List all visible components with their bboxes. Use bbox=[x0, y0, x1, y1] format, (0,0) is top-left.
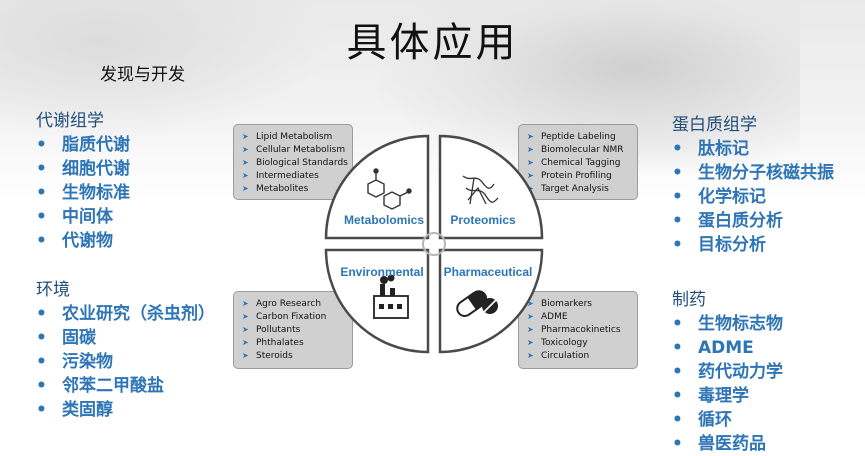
callout-item: ➤Steroids bbox=[242, 351, 293, 361]
page-subtitle: 发现与开发 bbox=[100, 65, 185, 85]
quadrant-label-environmental: Environmental bbox=[340, 265, 423, 279]
section-heading: 代谢组学 bbox=[36, 111, 104, 131]
section-proteomics: 蛋白质组学 •肽标记 •生物分子核磁共振 •化学标记 •蛋白质分析 •目标分析 bbox=[672, 110, 834, 257]
section-list: •肽标记 •生物分子核磁共振 •化学标记 •蛋白质分析 •目标分析 bbox=[672, 137, 834, 257]
callout-box-pharmaceutical: ➤Biomarkers ➤ADME ➤Pharmacokinetics ➤Tox… bbox=[518, 291, 638, 369]
arrow-right-icon: ➤ bbox=[242, 312, 249, 321]
quadrant-label-proteomics: Proteomics bbox=[450, 213, 516, 227]
callout-item: ➤Biomolecular NMR bbox=[527, 145, 624, 155]
list-item: •邻苯二甲酸盐 bbox=[36, 376, 164, 396]
arrow-right-icon: ➤ bbox=[242, 351, 249, 360]
list-item: •生物标志物 bbox=[672, 314, 783, 334]
arrow-right-icon: ➤ bbox=[527, 312, 534, 321]
molecule-icon bbox=[367, 168, 412, 210]
section-metabolomics: 代谢组学 •脂质代谢 •细胞代谢 •生物标准 •中间体 •代谢物 bbox=[36, 106, 130, 253]
list-item: •肽标记 bbox=[672, 139, 749, 159]
arrow-right-icon: ➤ bbox=[527, 351, 534, 360]
arrow-right-icon: ➤ bbox=[527, 325, 534, 334]
callout-item: ➤ADME bbox=[527, 312, 568, 322]
callout-item: ➤Pharmacokinetics bbox=[527, 325, 621, 335]
arrow-right-icon: ➤ bbox=[242, 132, 249, 141]
callout-item: ➤Circulation bbox=[527, 351, 590, 361]
callout-box-proteomics: ➤Peptide Labeling ➤Biomolecular NMR ➤Che… bbox=[518, 124, 638, 200]
list-item: •药代动力学 bbox=[672, 362, 783, 382]
list-item: •中间体 bbox=[36, 207, 113, 227]
pill-icon bbox=[456, 290, 498, 317]
section-pharma: 制药 •生物标志物 •ADME •药代动力学 •毒理学 •循环 •兽医药品 bbox=[672, 285, 783, 456]
callout-box-metabolomics: ➤Lipid Metabolism ➤Cellular Metabolism ➤… bbox=[233, 124, 353, 200]
list-item: •农业研究（杀虫剂） bbox=[36, 304, 215, 324]
section-list: •脂质代谢 •细胞代谢 •生物标准 •中间体 •代谢物 bbox=[36, 133, 130, 253]
list-item: •目标分析 bbox=[672, 235, 766, 255]
list-item: •代谢物 bbox=[36, 231, 113, 251]
list-item: •生物标准 bbox=[36, 183, 130, 203]
arrow-right-icon: ➤ bbox=[242, 338, 249, 347]
arrow-right-icon: ➤ bbox=[242, 145, 249, 154]
background-photo bbox=[0, 0, 865, 200]
list-item: •兽医药品 bbox=[672, 434, 766, 454]
callout-box-environmental: ➤Agro Research ➤Carbon Fixation ➤Polluta… bbox=[233, 291, 353, 369]
callout-item: ➤Phthalates bbox=[242, 338, 304, 348]
arrow-right-icon: ➤ bbox=[242, 158, 249, 167]
list-item: •脂质代谢 bbox=[36, 135, 130, 155]
section-heading: 蛋白质组学 bbox=[672, 115, 757, 135]
callout-item: ➤Intermediates bbox=[242, 171, 319, 181]
callout-item: ➤Biomarkers bbox=[527, 299, 592, 309]
list-item: •污染物 bbox=[36, 352, 113, 372]
arrow-right-icon: ➤ bbox=[242, 325, 249, 334]
callout-item: ➤Metabolites bbox=[242, 184, 309, 194]
list-item: •固碳 bbox=[36, 328, 96, 348]
section-heading: 制药 bbox=[672, 290, 706, 310]
callout-item: ➤Pollutants bbox=[242, 325, 301, 335]
callout-item: ➤Biological Standards bbox=[242, 158, 348, 168]
arrow-right-icon: ➤ bbox=[527, 338, 534, 347]
callout-item: ➤Protein Profiling bbox=[527, 171, 612, 181]
application-wheel: Metabolomics Proteomics Environmental Ph… bbox=[324, 134, 544, 354]
callout-item: ➤Toxicology bbox=[527, 338, 588, 348]
list-item: •生物分子核磁共振 bbox=[672, 163, 834, 183]
arrow-right-icon: ➤ bbox=[527, 171, 534, 180]
list-item: •化学标记 bbox=[672, 187, 766, 207]
arrow-right-icon: ➤ bbox=[527, 145, 534, 154]
section-list: •农业研究（杀虫剂） •固碳 •污染物 •邻苯二甲酸盐 •类固醇 bbox=[36, 302, 215, 422]
callout-item: ➤Peptide Labeling bbox=[527, 132, 616, 142]
arrow-right-icon: ➤ bbox=[527, 158, 534, 167]
callout-item: ➤Agro Research bbox=[242, 299, 322, 309]
arrow-right-icon: ➤ bbox=[527, 132, 534, 141]
center-ring bbox=[422, 232, 446, 256]
callout-item: ➤Chemical Tagging bbox=[527, 158, 621, 168]
section-heading: 环境 bbox=[36, 280, 70, 300]
callout-item: ➤Carbon Fixation bbox=[242, 312, 327, 322]
list-item: •蛋白质分析 bbox=[672, 211, 783, 231]
page-title: 具体应用 bbox=[346, 20, 519, 66]
quadrant-metabolomics bbox=[324, 134, 430, 240]
list-item: •类固醇 bbox=[36, 400, 113, 420]
quadrant-label-pharmaceutical: Pharmaceutical bbox=[444, 265, 533, 279]
list-item: •细胞代谢 bbox=[36, 159, 130, 179]
callout-item: ➤Cellular Metabolism bbox=[242, 145, 346, 155]
section-list: •生物标志物 •ADME •药代动力学 •毒理学 •循环 •兽医药品 bbox=[672, 312, 783, 456]
arrow-right-icon: ➤ bbox=[527, 299, 534, 308]
callout-item: ➤Lipid Metabolism bbox=[242, 132, 333, 142]
arrow-right-icon: ➤ bbox=[242, 184, 249, 193]
factory-icon bbox=[373, 274, 409, 319]
section-environment: 环境 •农业研究（杀虫剂） •固碳 •污染物 •邻苯二甲酸盐 •类固醇 bbox=[36, 275, 215, 422]
list-item: •循环 bbox=[672, 410, 732, 430]
arrow-right-icon: ➤ bbox=[242, 171, 249, 180]
list-item: •毒理学 bbox=[672, 386, 749, 406]
background-blob bbox=[0, 0, 330, 140]
arrow-right-icon: ➤ bbox=[242, 299, 249, 308]
protein-structure-icon bbox=[462, 175, 499, 205]
quadrant-label-metabolomics: Metabolomics bbox=[344, 213, 424, 227]
list-item: •ADME bbox=[672, 338, 754, 358]
